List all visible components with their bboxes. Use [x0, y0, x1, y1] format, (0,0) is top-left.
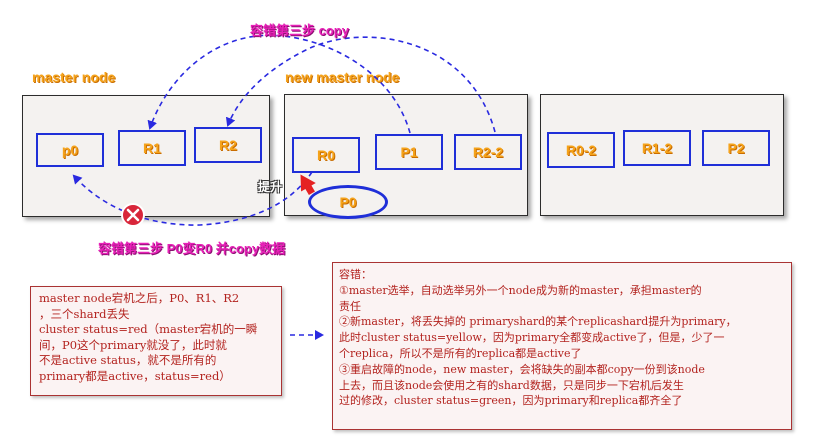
shard-r2: R2 — [194, 127, 262, 163]
shard-r2-2: R2-2 — [454, 134, 522, 170]
shard-label: R1 — [143, 140, 161, 156]
copy-arrow-r22-to-r2 — [225, 36, 496, 133]
shard-label: P1 — [400, 144, 418, 160]
master-node-title: master node — [32, 69, 116, 85]
shard-r0: R0 — [292, 137, 360, 173]
shard-label: p0 — [61, 142, 79, 158]
shard-p0: p0 — [36, 133, 104, 167]
shard-r0-2: R0-2 — [547, 132, 615, 168]
right-note: 容错： ①master选举，自动选举另外一个node成为新的master，承担m… — [332, 262, 792, 430]
shard-label: P2 — [727, 140, 745, 156]
shard-label: R2-2 — [472, 144, 504, 160]
shard-label: R0 — [317, 147, 335, 163]
error-x-icon — [121, 203, 145, 227]
shard-label: P0 — [339, 194, 357, 210]
shard-label: R2 — [219, 137, 237, 153]
promote-arrow-icon — [300, 174, 316, 196]
shard-r1: R1 — [118, 130, 186, 166]
step3-copy-label: 容错第三步 copy — [250, 23, 349, 38]
copy-arrow-p1-to-r1 — [147, 34, 411, 134]
shard-label: R0-2 — [565, 142, 597, 158]
shard-label: R1-2 — [641, 140, 673, 156]
left-note: master node宕机之后，P0、R1、R2 ，三个shard丢失 clus… — [30, 286, 282, 396]
step3-p0-to-r0-label: 容错第三步 P0变R0 并copy数据 — [98, 241, 286, 256]
shard-p0-promoted: P0 — [308, 185, 388, 219]
shard-r1-2: R1-2 — [623, 130, 691, 166]
copy-arrow-r0-to-p0 — [72, 171, 313, 226]
shard-p1: P1 — [375, 134, 443, 170]
shard-p2: P2 — [702, 130, 770, 166]
promote-label: 提升 — [258, 180, 283, 194]
